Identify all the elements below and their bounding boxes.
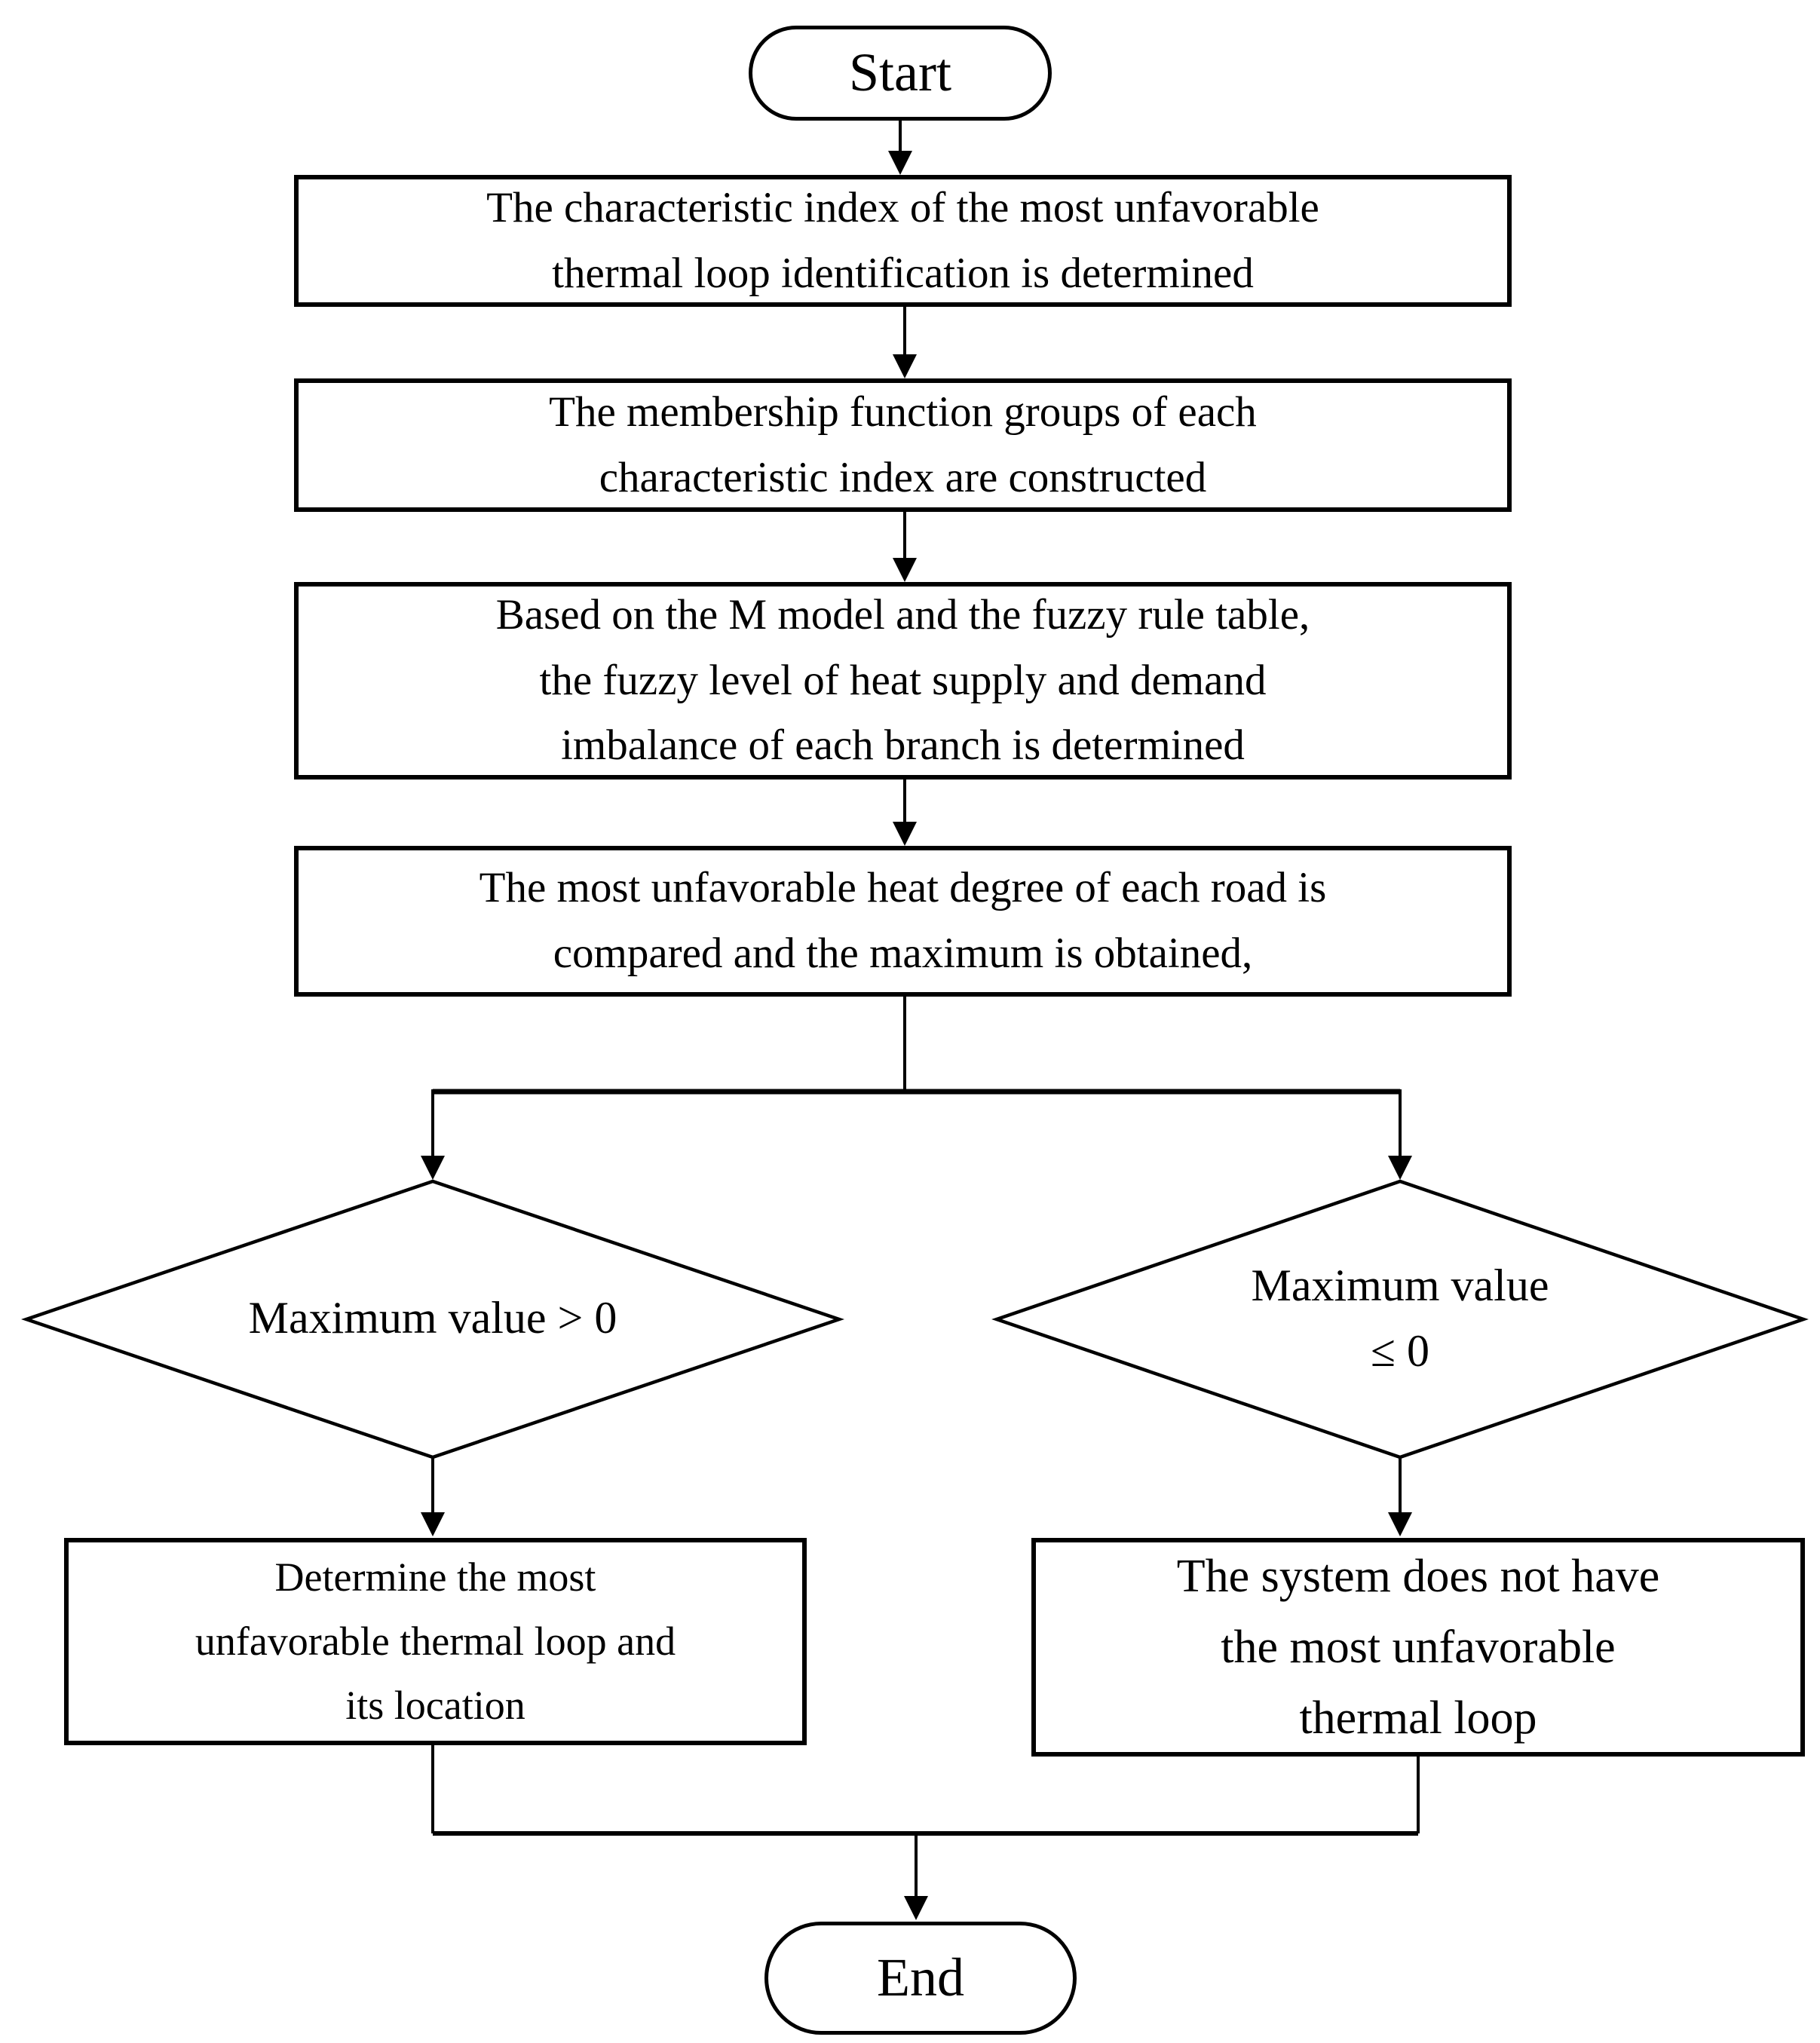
step-compare-label: The most unfavorable heat degree of each… bbox=[479, 864, 1327, 977]
result-none-label: The system does not have the most unfavo… bbox=[1176, 1550, 1660, 1744]
result-determine-node: Determine the most unfavorable thermal l… bbox=[64, 1538, 807, 1745]
step-fuzzy-label: Based on the M model and the fuzzy rule … bbox=[495, 591, 1310, 770]
step-index-node: The characteristic index of the most unf… bbox=[294, 175, 1512, 307]
start-label: Start bbox=[849, 42, 951, 103]
result-none-node: The system does not have the most unfavo… bbox=[1031, 1538, 1805, 1757]
decision-nonpositive-label: Maximum value ≤ 0 bbox=[1251, 1260, 1549, 1376]
step-index-label: The characteristic index of the most unf… bbox=[486, 183, 1319, 297]
decision-positive-label: Maximum value > 0 bbox=[248, 1293, 617, 1343]
end-label: End bbox=[877, 1947, 964, 2008]
step-compare-node: The most unfavorable heat degree of each… bbox=[294, 846, 1512, 997]
step-membership-node: The membership function groups of each c… bbox=[294, 378, 1512, 512]
start-node: Start bbox=[749, 26, 1052, 121]
step-membership-label: The membership function groups of each c… bbox=[549, 387, 1257, 501]
end-node: End bbox=[764, 1922, 1077, 2035]
step-fuzzy-node: Based on the M model and the fuzzy rule … bbox=[294, 582, 1512, 780]
result-determine-label: Determine the most unfavorable thermal l… bbox=[195, 1554, 676, 1729]
